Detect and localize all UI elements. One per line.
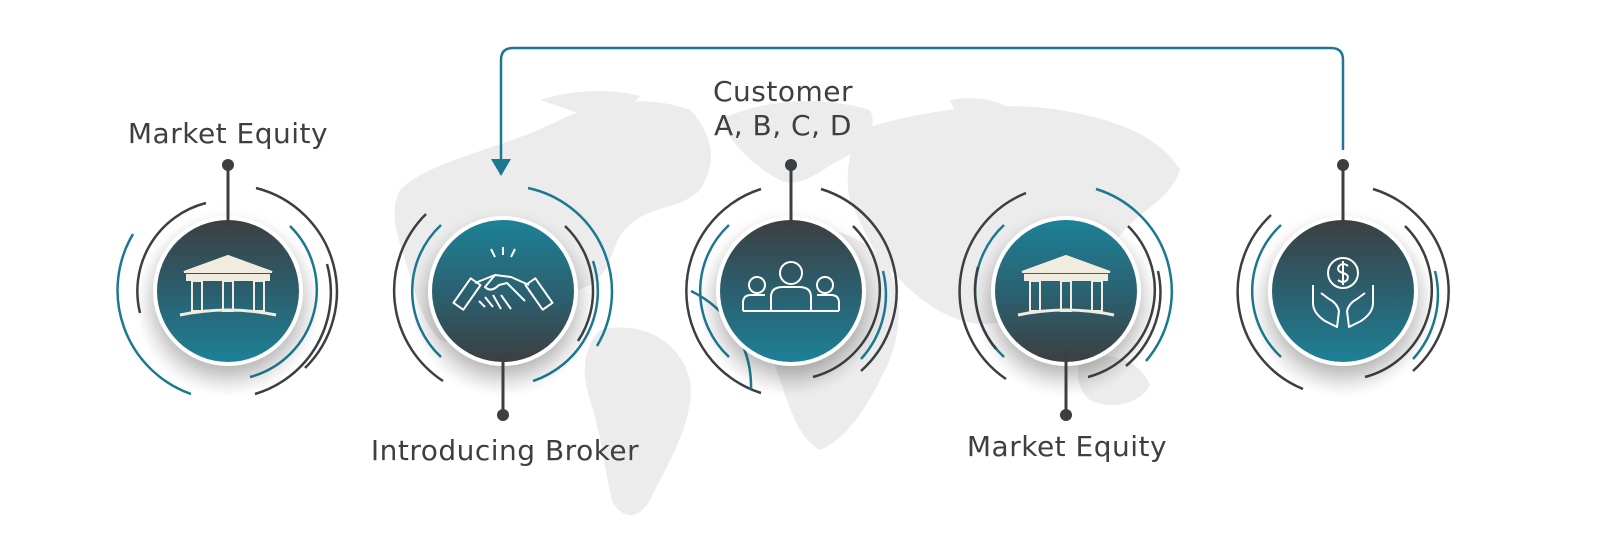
node-3-label-line2: A, B, C, D bbox=[714, 109, 852, 142]
orbit-arc bbox=[1372, 187, 1450, 372]
orbit-arc bbox=[411, 224, 442, 358]
customers-group-icon bbox=[742, 261, 840, 312]
arrow-head-icon bbox=[491, 159, 511, 176]
orbit-arc bbox=[699, 224, 730, 358]
orbit-arc bbox=[532, 260, 600, 383]
orbit-arc bbox=[249, 225, 319, 379]
orbit-arc bbox=[564, 225, 595, 342]
node-3-label-line1: Customer bbox=[712, 75, 854, 108]
orbit-arc bbox=[1125, 270, 1162, 367]
orbit-arc bbox=[527, 186, 614, 347]
node-market-equity-2 bbox=[958, 187, 1174, 421]
money-in-hands-icon bbox=[1312, 257, 1374, 328]
node-2-label: Introducing Broker bbox=[370, 434, 640, 467]
orbit-arc bbox=[973, 266, 997, 350]
orbit-arc bbox=[1364, 225, 1434, 379]
orbit-arc bbox=[1236, 214, 1304, 391]
orbit-arc bbox=[1087, 225, 1157, 379]
node-introducing-broker bbox=[392, 186, 614, 421]
orbit-arc bbox=[392, 213, 444, 383]
handshake-icon bbox=[452, 247, 554, 311]
node-market-equity-1 bbox=[116, 159, 339, 397]
orbit-arc bbox=[1412, 270, 1440, 360]
orbit-arc bbox=[860, 270, 888, 360]
node-1-label: Market Equity bbox=[127, 117, 329, 150]
orbit-arc bbox=[958, 191, 1027, 381]
orbit-arc bbox=[1095, 187, 1174, 362]
orbit-arc bbox=[685, 187, 762, 395]
orbit-arc bbox=[255, 186, 339, 369]
orbit-arc bbox=[254, 263, 333, 396]
bank-icon bbox=[1017, 254, 1115, 317]
orbit-arc bbox=[812, 225, 882, 379]
orbit-arc bbox=[820, 187, 898, 372]
orbit-arc bbox=[136, 201, 207, 314]
node-money bbox=[1236, 159, 1450, 397]
bank-icon bbox=[179, 254, 277, 317]
orbit-arc bbox=[116, 233, 192, 396]
node-4-label: Market Equity bbox=[966, 430, 1168, 463]
feedback-connector bbox=[491, 46, 1345, 176]
node-customer bbox=[685, 159, 898, 397]
orbit-arc bbox=[1251, 224, 1282, 358]
